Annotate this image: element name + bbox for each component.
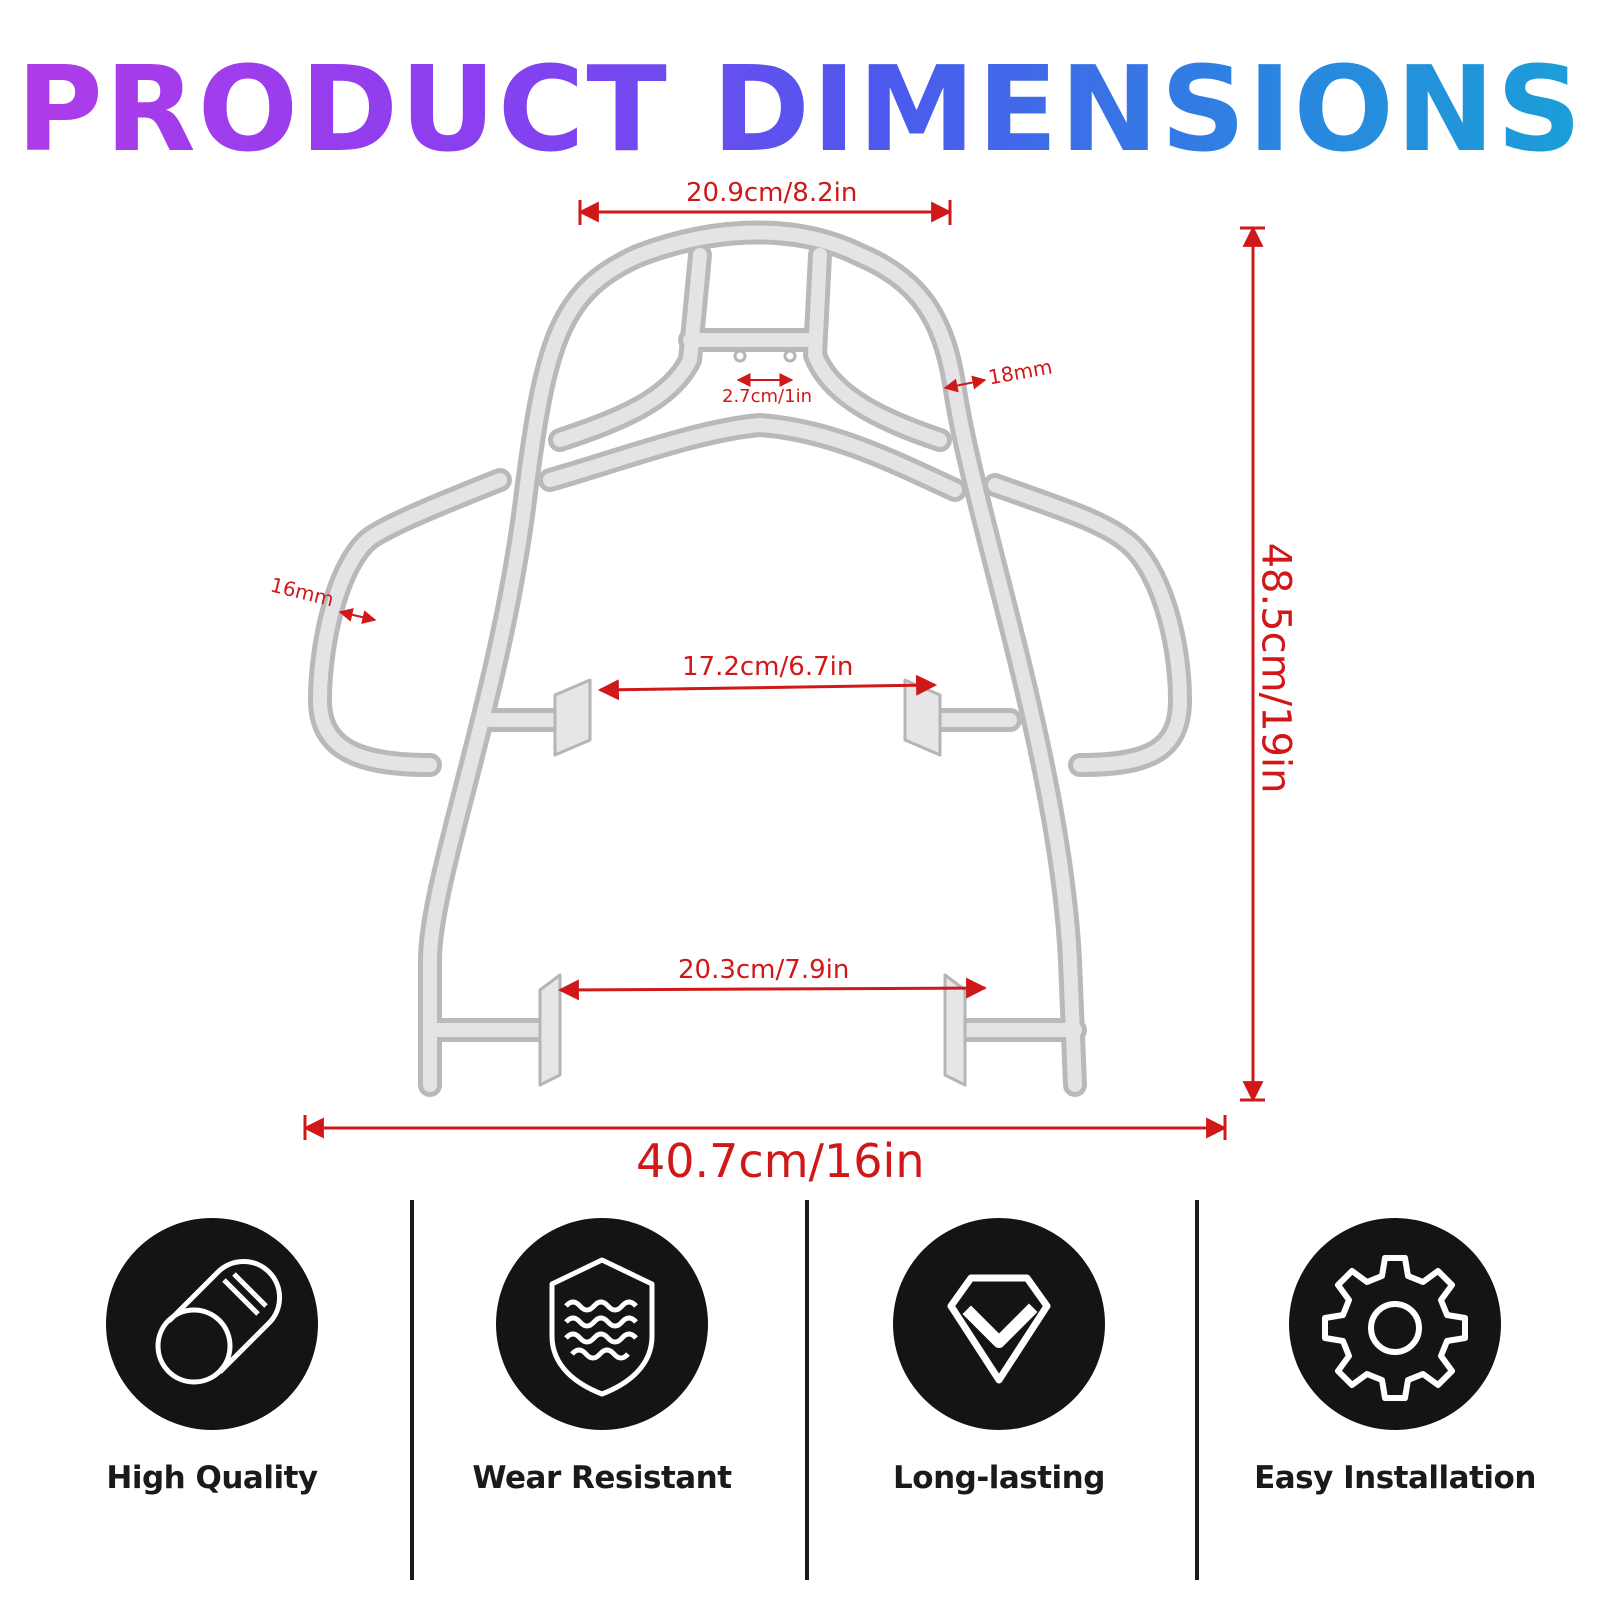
rack-frame <box>308 220 1192 1097</box>
feature-badge <box>1289 1218 1501 1430</box>
feature-badge <box>106 1218 318 1430</box>
cylinder-icon <box>155 1258 283 1385</box>
feature-label: Easy Installation <box>1254 1460 1536 1496</box>
shield-wave-icon <box>549 1257 655 1397</box>
feature-label: Wear Resistant <box>472 1460 732 1496</box>
bottom-width-label: 20.3cm/7.9in <box>678 955 850 985</box>
divider <box>410 1200 414 1580</box>
feature-easy-installation: Easy Installation <box>1245 1218 1545 1496</box>
mid-width-label: 17.2cm/6.7in <box>682 652 854 682</box>
feature-row: High Quality Wear Resistant Long-lasting <box>0 1190 1600 1600</box>
page-title: PRODUCT DIMENSIONS <box>0 40 1600 178</box>
feature-badge <box>496 1218 708 1430</box>
feature-label: High Quality <box>106 1460 318 1496</box>
mount-spacing-label: 2.7cm/1in <box>722 386 812 407</box>
feature-badge <box>893 1218 1105 1430</box>
feature-high-quality: High Quality <box>62 1218 362 1496</box>
divider <box>805 1200 809 1580</box>
divider <box>1195 1200 1199 1580</box>
overall-width-label: 40.7cm/16in <box>636 1134 925 1188</box>
gear-icon <box>1322 1255 1468 1401</box>
dimension-lines <box>302 200 1265 1140</box>
diamond-check-icon <box>947 1274 1051 1384</box>
product-diagram <box>302 200 1265 1140</box>
overall-height-label: 48.5cm/19in <box>1252 542 1299 794</box>
feature-label: Long-lasting <box>893 1460 1105 1496</box>
feature-long-lasting: Long-lasting <box>849 1218 1149 1496</box>
top-width-label: 20.9cm/8.2in <box>686 178 858 208</box>
feature-wear-resistant: Wear Resistant <box>452 1218 752 1496</box>
